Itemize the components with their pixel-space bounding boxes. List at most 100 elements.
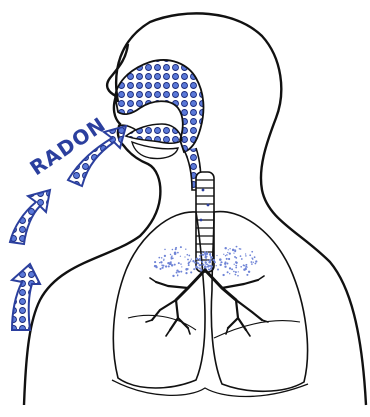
dust-particle [224, 247, 226, 249]
dust-particle [237, 275, 239, 277]
dust-particle [208, 265, 210, 267]
dust-particle [251, 263, 253, 265]
dust-particle [235, 261, 237, 263]
dust-particle [209, 261, 212, 264]
dust-particle [194, 262, 196, 264]
dust-particle [244, 265, 245, 266]
dust-particle [245, 264, 247, 266]
dust-particle [199, 267, 201, 269]
dust-particle [253, 262, 254, 263]
bronchial-tree [146, 270, 268, 336]
dust-particle [202, 252, 203, 253]
arrow-up-icon [12, 264, 40, 330]
dust-particle [211, 266, 212, 267]
dust-particle [235, 274, 237, 276]
dust-particle [170, 254, 171, 255]
dust-particle [196, 267, 198, 269]
radon-label: RADON [25, 112, 110, 180]
dust-particle [162, 267, 164, 269]
dust-particle [205, 261, 207, 263]
dust-particle [163, 265, 165, 267]
dust-particle [249, 254, 251, 256]
dust-particle [248, 271, 250, 273]
dust-particle [160, 261, 162, 263]
dust-particle [222, 274, 224, 276]
dust-particle [208, 268, 210, 270]
dust-particle [234, 249, 236, 251]
dust-particle [199, 255, 200, 256]
dust-particle [191, 258, 192, 259]
dust-particle [216, 255, 217, 256]
dust-particle [164, 255, 166, 257]
dust-particle [227, 252, 228, 253]
dust-particle [205, 265, 206, 266]
dust-particle [219, 258, 222, 261]
dust-particle [181, 266, 182, 267]
dust-particle [210, 268, 212, 270]
dust-particle [238, 271, 239, 272]
dust-particle [168, 265, 170, 267]
dust-particle [224, 263, 226, 265]
dust-particle [206, 253, 208, 255]
dust-particle [235, 257, 237, 259]
dust-particle [219, 264, 221, 266]
dust-particle [202, 262, 203, 263]
dust-particle [171, 258, 173, 260]
diaphragm [112, 380, 308, 397]
dust-particle [251, 257, 252, 258]
dust-particle [202, 264, 204, 266]
dust-particle [159, 262, 160, 263]
dust-particle [200, 254, 201, 255]
dust-particle [245, 255, 247, 257]
dust-particle [236, 246, 238, 248]
dust-particle [175, 247, 177, 249]
dust-particle [229, 252, 231, 254]
dust-particle [190, 260, 192, 262]
dust-particle [235, 271, 237, 273]
dust-particle [176, 272, 178, 274]
dust-particle [193, 260, 194, 261]
dust-particle [180, 256, 181, 257]
dust-particle [209, 253, 211, 255]
dust-particle [226, 254, 228, 256]
dust-particle [205, 258, 206, 259]
dust-particle [205, 255, 207, 257]
dust-particle [232, 249, 235, 252]
dust-particle [169, 262, 172, 265]
dust-particle [180, 263, 181, 264]
dust-particle [217, 269, 219, 271]
tongue [132, 142, 178, 159]
dust-particle [180, 271, 182, 273]
dust-particle [204, 251, 206, 253]
dust-particle [187, 268, 189, 270]
dust-particle [155, 266, 157, 268]
dust-particle [214, 261, 216, 263]
dust-particle [250, 261, 252, 263]
dust-particle [197, 262, 199, 264]
dust-particle [187, 254, 189, 256]
dust-particle [188, 261, 190, 263]
dust-particle [214, 259, 216, 261]
dust-particle [254, 256, 256, 258]
dust-particle [185, 272, 187, 274]
dust-particle [165, 265, 167, 267]
left-lung [211, 212, 307, 392]
dust-particle [255, 260, 257, 262]
dust-particle [229, 267, 231, 269]
dust-particle [177, 275, 178, 276]
dust-particle [226, 258, 228, 260]
dust-particle [228, 249, 229, 250]
dust-particle [233, 271, 235, 273]
dust-particle [227, 263, 229, 265]
dust-particle [229, 248, 230, 249]
dust-particle [245, 267, 246, 268]
lung-lobe-line-right [128, 315, 196, 330]
dust-particle [176, 269, 178, 271]
dust-particle [227, 271, 229, 273]
dust-particle [187, 259, 189, 261]
dust-particle [235, 265, 237, 267]
dust-particle [172, 249, 174, 251]
dust-particle [158, 257, 160, 259]
dust-particle [161, 257, 162, 258]
